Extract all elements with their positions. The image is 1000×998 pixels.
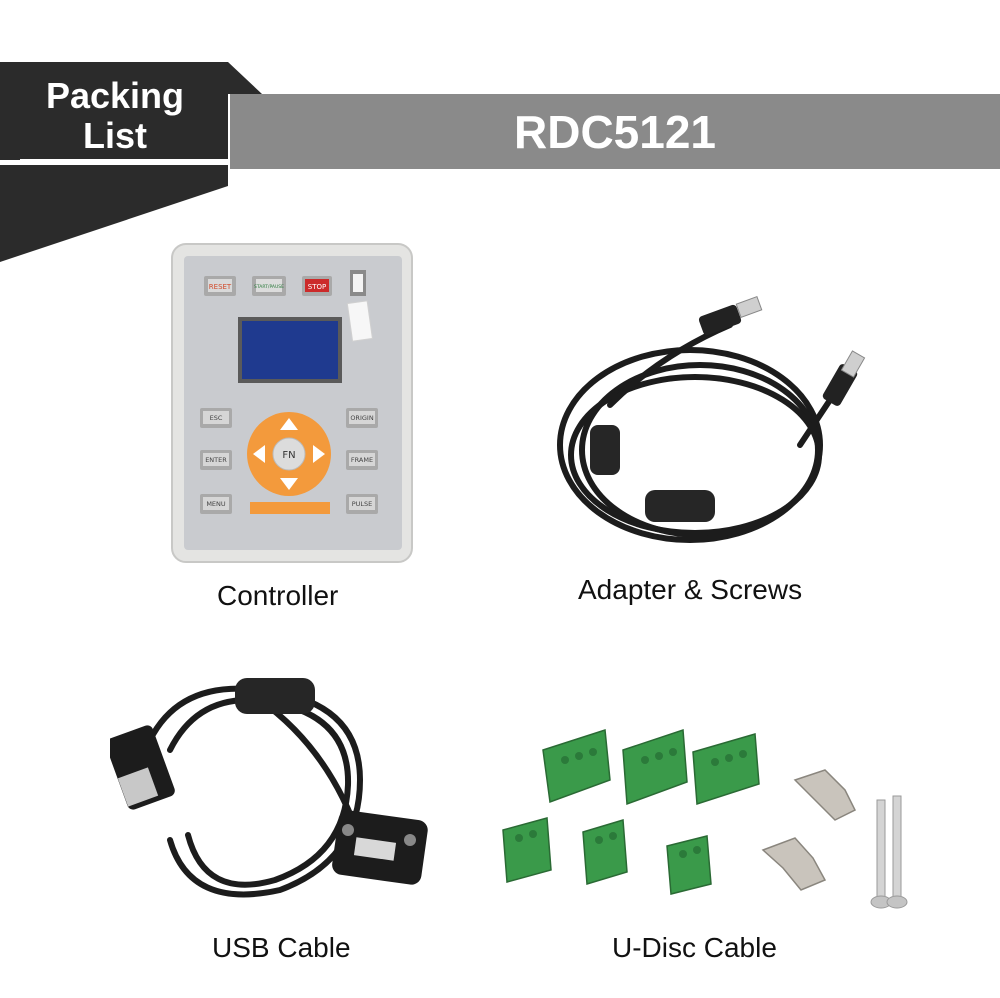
header-banner — [230, 94, 1000, 169]
menu-button-label: MENU — [206, 500, 226, 508]
terminal-blocks-image — [502, 728, 908, 909]
packing-list-label: Packing List — [20, 76, 210, 156]
reset-button-label: RESET — [209, 283, 232, 291]
usb-cable-caption: USB Cable — [212, 932, 351, 963]
controller-image: RESET START/PAUSE STOP ESC ENTER MENU OR… — [171, 243, 413, 563]
enter-button-label: ENTER — [205, 456, 227, 464]
start-pause-button-label: START/PAUSE — [254, 284, 284, 290]
fn-button-label: FN — [282, 450, 295, 461]
origin-button-label: ORIGIN — [350, 414, 374, 422]
model-title: RDC5121 — [514, 105, 716, 158]
u-disc-cable-caption: U-Disc Cable — [612, 932, 777, 963]
packing-list-tag — [0, 62, 262, 262]
adapter-caption: Adapter & Screws — [578, 574, 803, 605]
adapter-cable-image — [557, 296, 866, 543]
frame-button-label: FRAME — [351, 456, 373, 464]
tag-line-2: List — [82, 115, 147, 156]
esc-button-label: ESC — [210, 414, 223, 422]
usb-cable-image — [110, 678, 428, 898]
controller-caption: Controller — [217, 580, 339, 611]
pulse-button-label: PULSE — [352, 500, 373, 508]
tag-line-1: Packing — [45, 75, 185, 116]
stop-button-label: STOP — [308, 283, 326, 291]
